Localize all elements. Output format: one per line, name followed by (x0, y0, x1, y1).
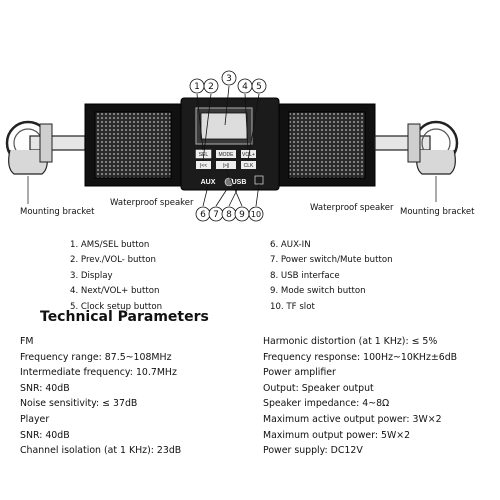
spec-line: SNR: 40dB (20, 429, 70, 441)
left-waterproof-speaker (84, 103, 182, 187)
legend-item: 8. USB interface (270, 270, 340, 281)
legend-item: 6. AUX-IN (270, 240, 311, 250)
legend-left: 1. AMS/SEL button 2. Prev./VOL- button 3… (70, 238, 162, 315)
spec-line: Power amplifier (263, 367, 336, 379)
spec-line: Intermediate frequency: 10.7MHz (20, 367, 177, 379)
callout-1: 1 (194, 82, 200, 92)
legend-item: 1. AMS/SEL button (70, 240, 150, 250)
spec-line: Channel isolation (at 1 KHz): 23dB (20, 445, 182, 457)
callout-2: 2 (208, 82, 214, 92)
panel-mode-button: MODE (219, 152, 235, 158)
bottom-callouts (195, 168, 264, 222)
panel-prev-button: |<< (200, 163, 207, 169)
label-mounting-bracket-left: Mounting bracket (20, 207, 95, 217)
spec-line: Maximum output power: 5W×2 (263, 429, 411, 441)
spec-line: Power supply: DC12V (263, 445, 363, 457)
panel-play-button: |>|| (223, 163, 230, 169)
product-diagram: AUX USB SEL MODE VOL+ |<< |>|| CLK 1 2 3… (5, 70, 475, 222)
spec-column-left: FM Frequency range: 87.5~108MHz Intermed… (20, 334, 181, 459)
callout-3: 3 (226, 74, 232, 84)
spec-line: SNR: 40dB (20, 382, 70, 394)
spec-line: Output: Speaker output (263, 382, 374, 394)
top-callouts (189, 70, 267, 162)
right-mounting-bracket (374, 120, 459, 175)
callout-8: 8 (226, 210, 232, 220)
spec-line: Frequency range: 87.5~108MHz (20, 351, 172, 363)
legend-item: 9. Mode switch button (270, 286, 366, 297)
callout-6: 6 (200, 210, 206, 220)
spec-line: FM (20, 336, 34, 347)
callout-5: 5 (256, 82, 262, 92)
spec-column-right: Harmonic distortion (at 1 KHz): ≤ 5% Fre… (263, 334, 457, 459)
left-mounting-bracket (5, 120, 86, 175)
right-waterproof-speaker (278, 103, 376, 187)
callout-7: 7 (213, 210, 219, 220)
label-mounting-bracket-right: Mounting bracket (400, 207, 475, 217)
spec-line: Player (20, 413, 50, 425)
callout-4: 4 (242, 82, 248, 92)
spec-line: Frequency response: 100Hz~10KHz±6dB (263, 351, 458, 363)
callout-9: 9 (239, 210, 245, 220)
spec-line: Maximum active output power: 3W×2 (263, 413, 442, 425)
panel-clock-button: CLK (244, 163, 254, 169)
spec-line: Harmonic distortion (at 1 KHz): ≤ 5% (263, 336, 438, 347)
legend-item: 10. TF slot (270, 301, 315, 312)
legend-item: 3. Display (70, 270, 113, 281)
legend-right: 6. AUX-IN 7. Power switch/Mute button 8.… (270, 238, 393, 315)
panel-vol-plus-button: VOL+ (242, 152, 255, 158)
panel-usb-label: USB (232, 179, 247, 186)
spec-line: Speaker impedance: 4~8Ω (263, 398, 390, 410)
label-waterproof-speaker-right: Waterproof speaker (310, 203, 394, 213)
panel-aux-label: AUX (201, 179, 216, 186)
control-panel (180, 97, 280, 191)
legend-item: 7. Power switch/Mute button (270, 255, 393, 266)
legend-item: 2. Prev./VOL- button (70, 255, 156, 266)
legend-item: 5. Clock setup button (70, 301, 163, 312)
spec-line: Noise sensitivity: ≤ 37dB (20, 398, 138, 410)
legend-item: 4. Next/VOL+ button (70, 286, 160, 297)
label-waterproof-speaker-left: Waterproof speaker (110, 198, 194, 208)
callout-10: 10 (251, 210, 261, 219)
spec-title: Technical Parameters (40, 309, 209, 325)
